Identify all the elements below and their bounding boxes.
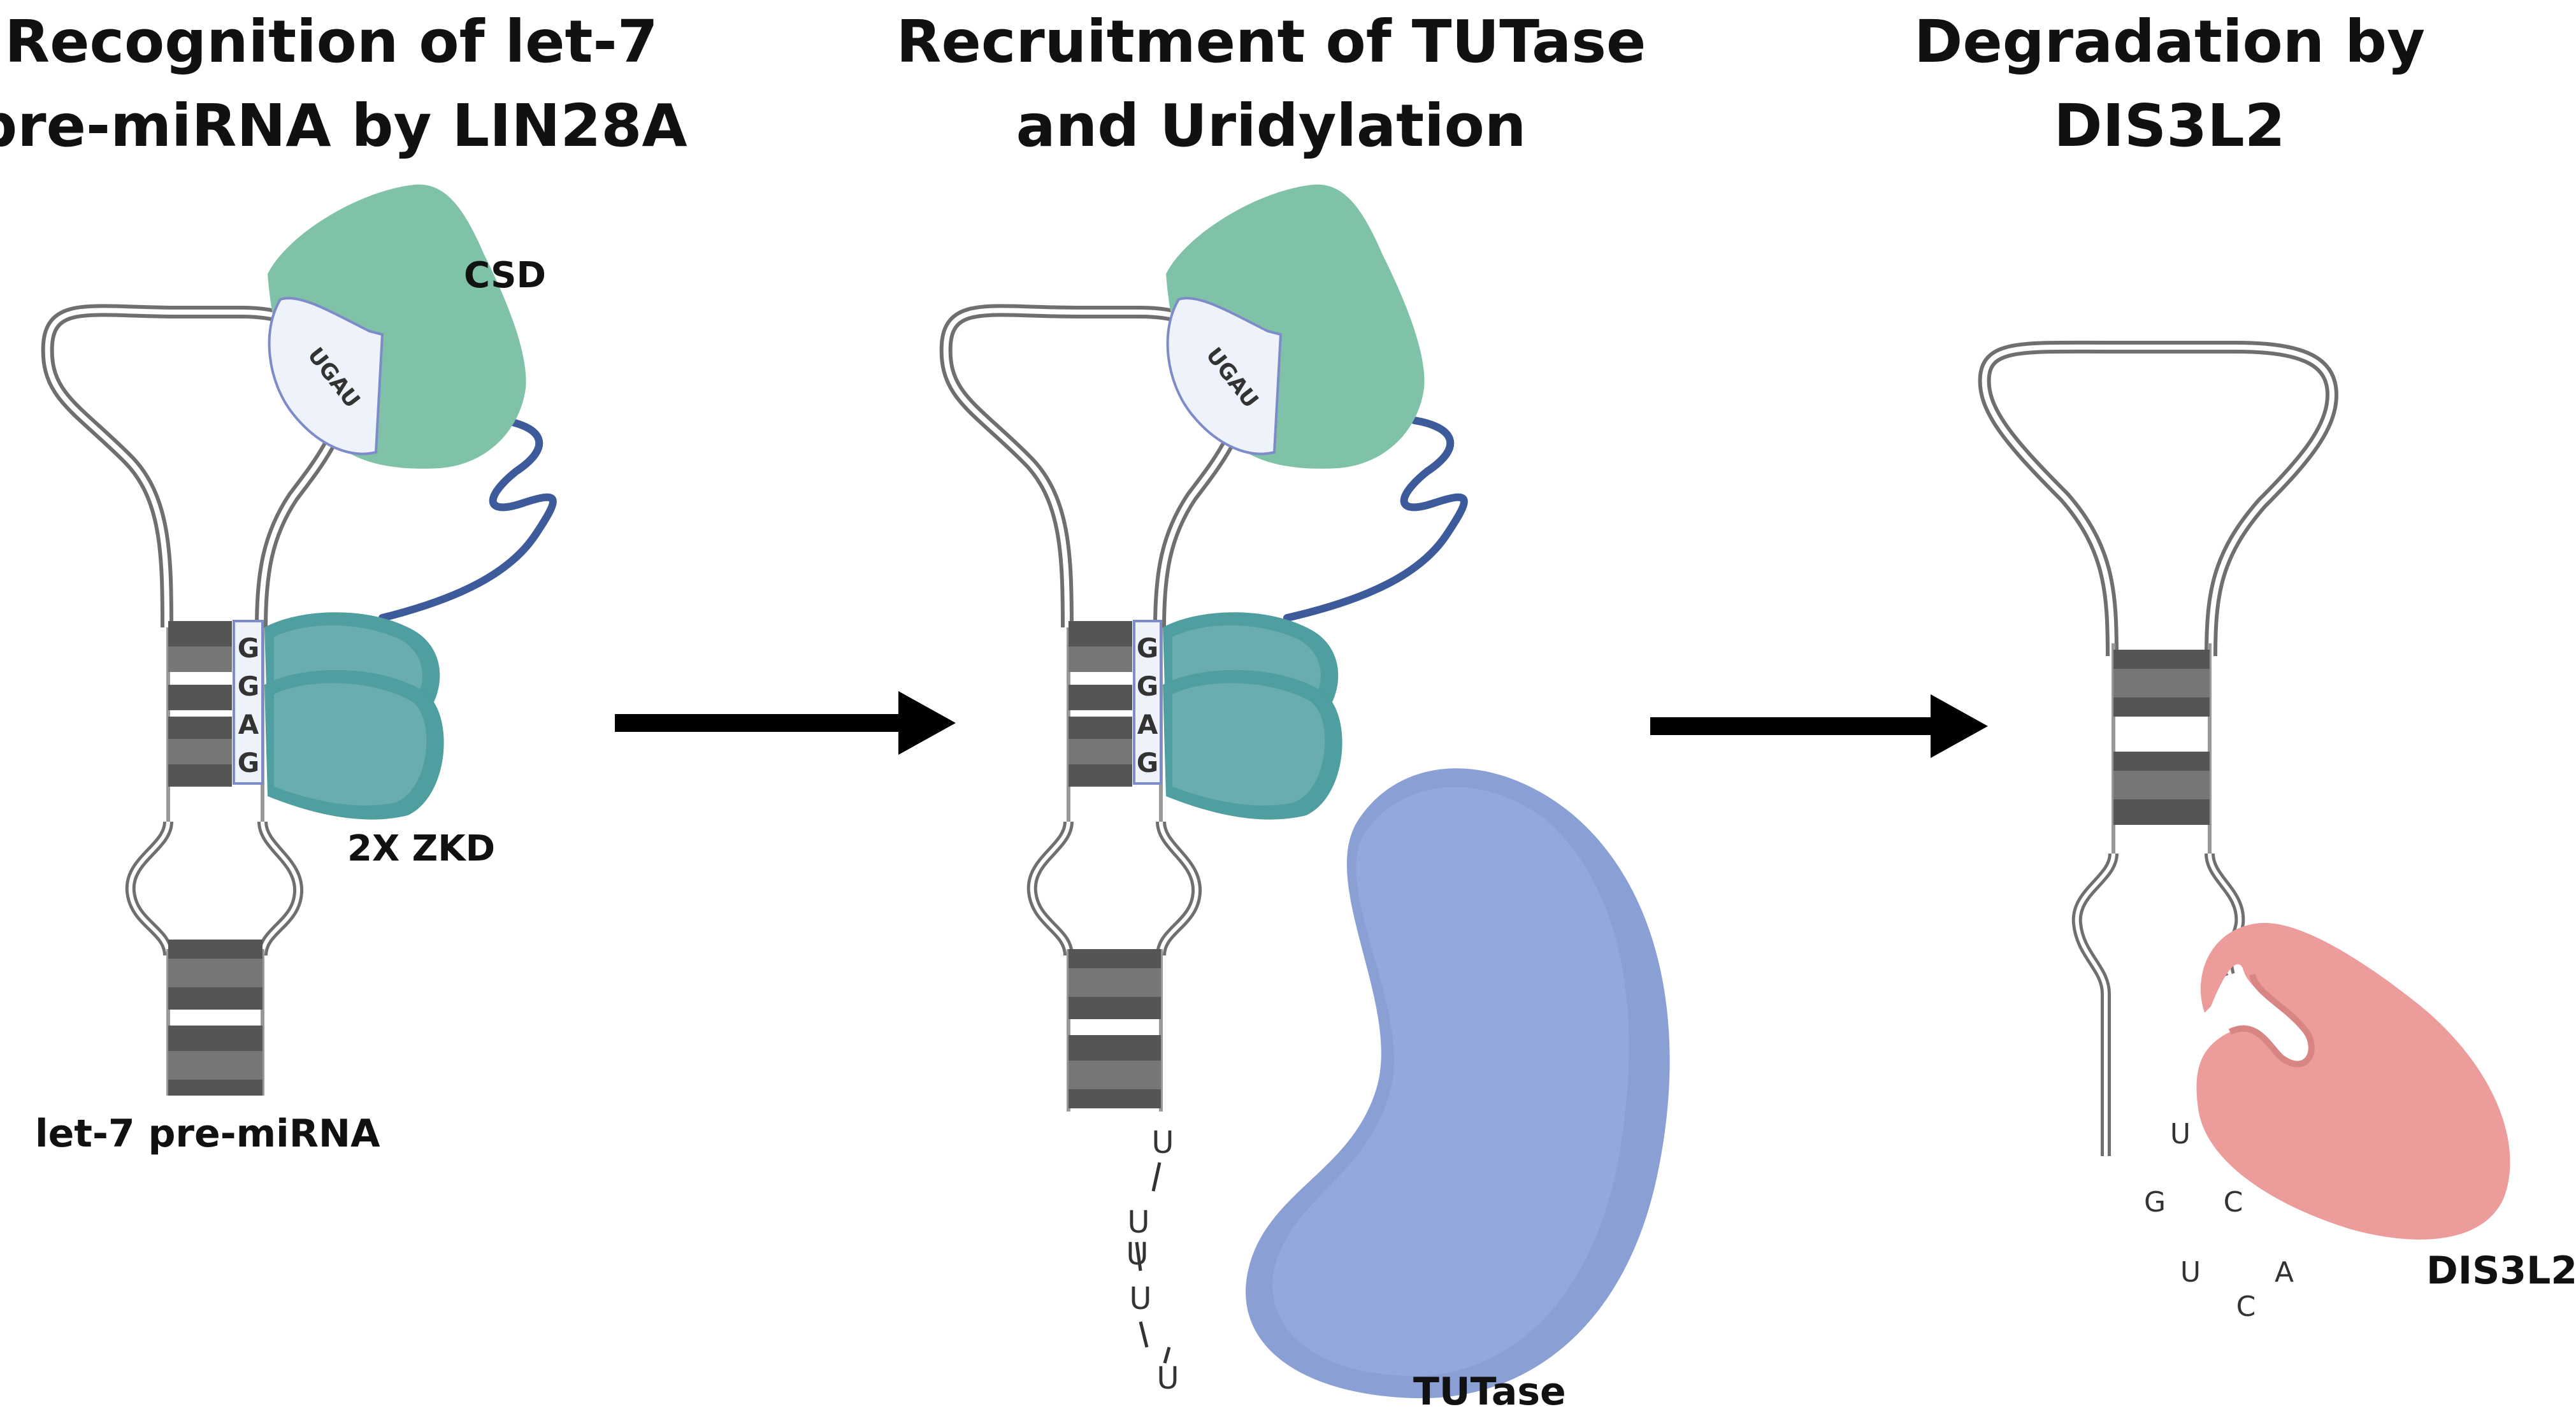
ggag-nt-1-3: A bbox=[238, 709, 259, 740]
ggag-nt-1-2: G bbox=[238, 671, 259, 702]
panel2-premirna bbox=[939, 304, 1249, 1112]
panel1-title-line2: pre-miRNA by LIN28A bbox=[0, 92, 687, 160]
ggag-nt-2-3: A bbox=[1137, 709, 1158, 740]
premirna-label: let-7 pre-miRNA bbox=[35, 1112, 380, 1156]
csd-label: CSD bbox=[464, 255, 546, 296]
csd-domain-2 bbox=[1166, 184, 1425, 469]
zkd-label: 2X ZKD bbox=[347, 828, 496, 869]
zkd-domain-2 bbox=[1163, 612, 1342, 820]
degraded-nt-1: U bbox=[2170, 1118, 2191, 1150]
panel3-title-line1: Degradation by bbox=[1913, 8, 2426, 76]
panel1-title: Recognition of let-7 pre-miRNA by LIN28A bbox=[0, 0, 745, 168]
utail-nt-2: U bbox=[1127, 1205, 1149, 1240]
linker-2 bbox=[1283, 417, 1468, 622]
degraded-nt-5: A bbox=[2275, 1256, 2294, 1289]
panel3-title-line2: DIS3L2 bbox=[2054, 92, 2285, 160]
arrow-1 bbox=[615, 691, 956, 755]
ggag-nt-1-4: G bbox=[238, 747, 259, 778]
ggag-nt-2-1: G bbox=[1137, 633, 1158, 664]
utail-nt-1: U bbox=[1151, 1125, 1174, 1161]
panel2-title: Recruitment of TUTase and Uridylation bbox=[857, 0, 1685, 168]
panel3-premirna bbox=[1978, 340, 2339, 1156]
tutase-label: TUTase bbox=[1413, 1369, 1566, 1414]
panel1-title-line1: Recognition of let-7 bbox=[4, 8, 658, 76]
utail-nt-5: U bbox=[1156, 1361, 1179, 1396]
zkd-domain-1 bbox=[264, 612, 444, 820]
uridine-tail bbox=[1135, 1162, 1171, 1364]
panel3-title: Degradation by DIS3L2 bbox=[1755, 0, 2576, 168]
ggag-box-2 bbox=[1133, 620, 1162, 785]
arrow-2 bbox=[1650, 694, 1988, 758]
tutase-enzyme bbox=[1246, 768, 1670, 1399]
panel2-title-line1: Recruitment of TUTase bbox=[896, 8, 1646, 76]
dis3l2-label: DIS3L2 bbox=[2426, 1248, 2576, 1293]
csd-domain-1 bbox=[268, 184, 526, 469]
utail-nt-4: U bbox=[1129, 1281, 1151, 1317]
degraded-nt-6: C bbox=[2236, 1291, 2256, 1323]
ggag-nt-1-1: G bbox=[238, 633, 259, 664]
degraded-nt-4: U bbox=[2180, 1256, 2201, 1289]
dis3l2-enzyme bbox=[2196, 922, 2510, 1240]
ggag-nt-2-2: G bbox=[1137, 671, 1158, 702]
ggag-box-1 bbox=[233, 620, 264, 785]
degraded-nt-2: G bbox=[2144, 1186, 2166, 1219]
utail-nt-3: U bbox=[1126, 1236, 1148, 1272]
degraded-nt-3: C bbox=[2224, 1186, 2243, 1219]
panel2-title-line2: and Uridylation bbox=[1016, 92, 1527, 160]
panel1-premirna bbox=[41, 304, 351, 1096]
linker-1 bbox=[378, 417, 557, 622]
ggag-nt-2-4: G bbox=[1137, 747, 1158, 778]
